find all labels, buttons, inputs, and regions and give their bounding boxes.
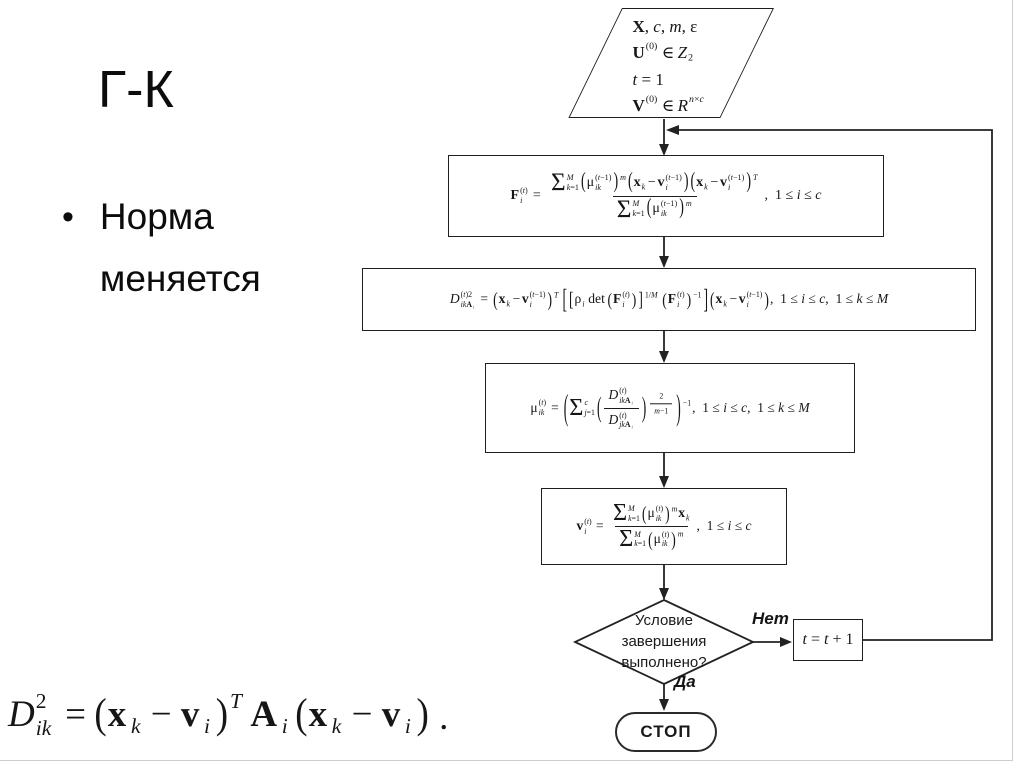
bullet-text: Норма меняется xyxy=(99,196,261,299)
stop-terminal: СТОП xyxy=(615,712,717,752)
input-line-iteration-init: t = 1 xyxy=(632,69,664,89)
bullet-marker: • xyxy=(62,198,74,236)
page-title: Г-К xyxy=(98,61,174,119)
decision-diamond xyxy=(572,599,756,685)
slide-bottom-edge xyxy=(0,760,1013,761)
slide-right-edge xyxy=(1012,0,1013,761)
bullet-item: • Норма меняется xyxy=(62,186,335,310)
decision-text: Условие завершения выполнено? xyxy=(584,610,744,673)
arrowhead-feedback xyxy=(666,125,679,135)
increment-formula: t = t + 1 xyxy=(802,631,854,648)
arrowhead-step3 xyxy=(659,351,669,363)
decision-line-3: выполнено? xyxy=(621,654,707,671)
arrowhead-step4 xyxy=(659,476,669,488)
decision-line-1: Условие xyxy=(635,612,693,629)
arrowhead-stop xyxy=(659,699,669,711)
decision-line-2: завершения xyxy=(621,633,707,650)
feedback-line xyxy=(672,129,993,641)
yes-branch-label: Да xyxy=(674,672,696,691)
arrowhead-decision xyxy=(659,588,669,600)
input-line-parameters: X, c, m, ε xyxy=(632,16,698,36)
arrowhead-step2 xyxy=(659,256,669,268)
increment-box: t = t + 1 xyxy=(793,619,863,661)
arrowhead-step1 xyxy=(659,144,669,156)
arrowhead-increment xyxy=(780,637,792,647)
no-branch-label: Нет xyxy=(752,609,789,628)
